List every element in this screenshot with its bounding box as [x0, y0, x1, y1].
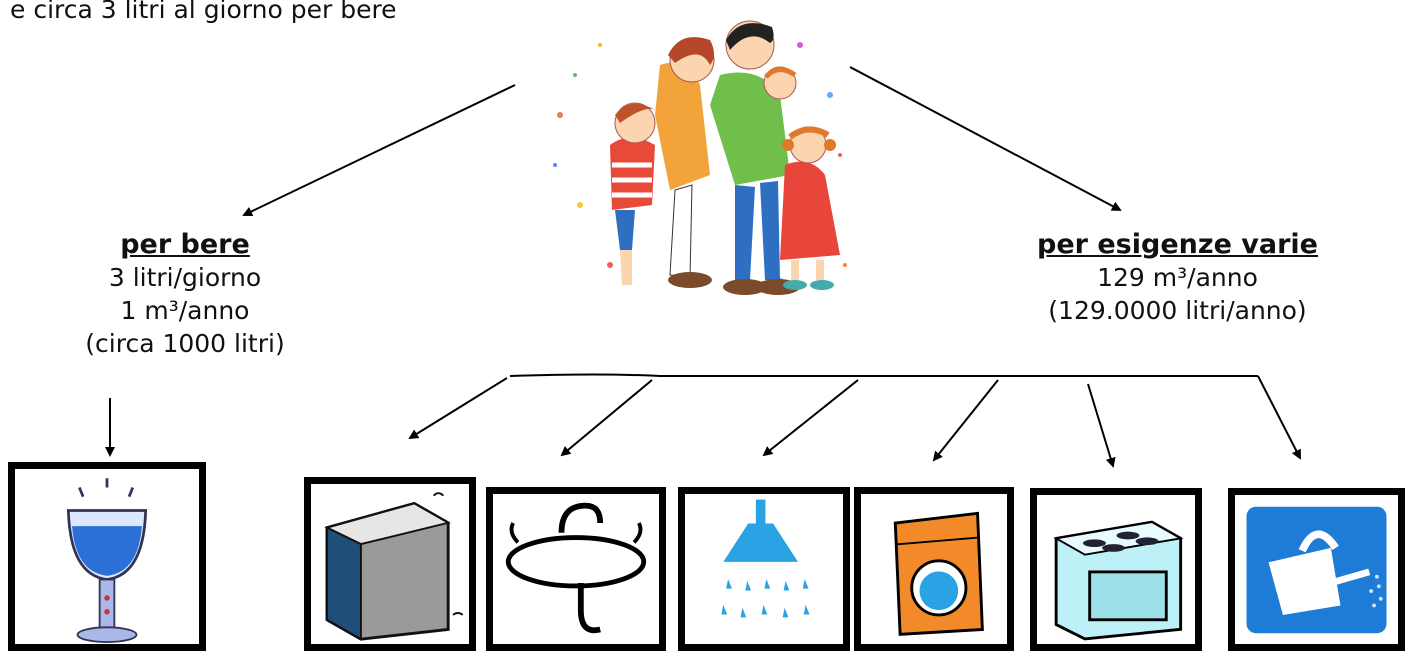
- various-line-1: 129 m³/anno: [1097, 263, 1258, 292]
- arrow-to-stove: [1087, 383, 1116, 468]
- dishwasher-frame: [304, 477, 476, 651]
- drinking-line-1: 3 litri/giorno: [108, 263, 262, 292]
- stove-frame: [1030, 488, 1202, 651]
- arrow-to-various: [849, 66, 1122, 211]
- various-block: per esigenze varie 129 m³/anno (129.0000…: [985, 228, 1370, 327]
- drinking-heading: per bere: [120, 229, 250, 260]
- stove-oven-icon: [1053, 520, 1184, 641]
- arrow-to-sink: [560, 379, 653, 457]
- dishwasher-icon: [324, 492, 464, 641]
- watering-can-frame: [1228, 488, 1405, 651]
- watering-can-icon: [1246, 506, 1387, 634]
- shower-icon: [721, 499, 810, 618]
- water-glass-icon: [66, 478, 148, 643]
- shower-frame: [678, 487, 850, 651]
- branch-line: [509, 373, 1258, 377]
- washing-machine-icon: [893, 511, 984, 636]
- various-line-2: (129.0000 litri/anno): [1048, 296, 1307, 325]
- arrow-to-shower: [762, 379, 859, 457]
- intro-text: e circa 3 litri al giorno per bere: [10, 0, 397, 24]
- arrow-to-drinking: [242, 84, 516, 217]
- arrow-to-washing-machine: [932, 379, 999, 462]
- drinking-line-3: (circa 1000 litri): [85, 329, 285, 358]
- washing-machine-frame: [854, 487, 1014, 651]
- sink-icon: [505, 502, 647, 634]
- drinking-block: per bere 3 litri/giorno 1 m³/anno (circa…: [40, 228, 330, 360]
- water-glass-frame: [8, 462, 206, 651]
- drinking-line-2: 1 m³/anno: [120, 296, 250, 325]
- family-illustration: [553, 20, 847, 295]
- arrow-to-dishwasher: [408, 377, 508, 440]
- various-heading: per esigenze varie: [1037, 229, 1318, 260]
- arrow-to-watering-can: [1257, 375, 1301, 460]
- sink-frame: [486, 487, 666, 651]
